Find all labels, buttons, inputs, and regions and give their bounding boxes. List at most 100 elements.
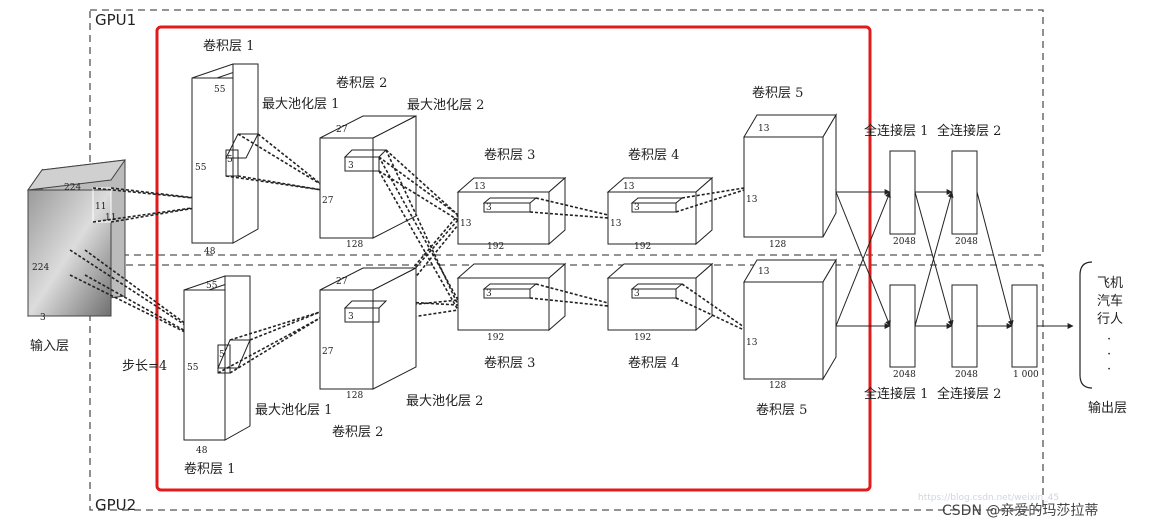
stride-label: 步长=4 (122, 359, 167, 374)
conv5-bottom-dim-d: 128 (769, 381, 786, 391)
conv5-top-dim-d: 128 (769, 240, 786, 250)
fc1-top-label: 全连接层 1 (864, 123, 928, 139)
conv4-bottom-block (606, 262, 714, 332)
conv1-to-conv2-top-lines (225, 133, 323, 191)
conv1-top-block (191, 63, 259, 244)
input-dim-w: 224 (32, 263, 49, 273)
conv5-top-dim-b: 13 (746, 195, 758, 205)
output-class-3: 行人 (1097, 312, 1123, 327)
conv1-bottom-dim-a: 55 (206, 281, 218, 291)
conv3-bottom-block (456, 262, 567, 332)
conv4-bottom-dim-d: 192 (634, 333, 651, 343)
conv1-top-dim-d: 48 (204, 247, 216, 257)
conv1-top-label: 卷积层 1 (203, 38, 254, 54)
conv4-bottom-kernel: 3 (634, 289, 640, 299)
pool2-top-label: 最大池化层 2 (407, 98, 484, 113)
conv3-to-conv4-top-lines (529, 197, 609, 219)
input-kernel-a: 11 (95, 202, 106, 212)
output-class-1: 飞机 (1097, 276, 1123, 291)
conv5-bottom-label: 卷积层 5 (756, 402, 807, 418)
conv2-bottom-kernel: 3 (348, 312, 354, 322)
conv5-top-dim-a: 13 (758, 124, 770, 134)
fc2-bottom-label: 全连接层 2 (937, 386, 1001, 402)
conv5-top-label: 卷积层 5 (752, 85, 803, 101)
conv2-bottom-dim-b: 27 (322, 347, 334, 357)
conv3-top-dim-a: 13 (474, 182, 486, 192)
pool2-bottom-label: 最大池化层 2 (406, 394, 483, 409)
fc1-top-dim: 2048 (893, 237, 916, 247)
conv3-top-dim-d: 192 (487, 242, 504, 252)
conv5-top-block (743, 113, 837, 238)
pool1-bottom-label: 最大池化层 1 (255, 403, 332, 418)
conv2-top-block (319, 115, 417, 239)
conv2-top-dim-b: 27 (322, 196, 334, 206)
conv4-top-label: 卷积层 4 (628, 147, 679, 163)
conv1-bottom-block (183, 275, 251, 441)
conv3-top-dim-b: 13 (460, 219, 472, 229)
conv1-to-conv2-bottom-lines (217, 311, 321, 374)
conv1-top-dim-b: 55 (195, 163, 207, 173)
conv3-top-label: 卷积层 3 (484, 147, 535, 163)
conv5-bottom-dim-b: 13 (746, 338, 758, 348)
conv3-bottom-label: 卷积层 3 (484, 355, 535, 371)
fc1-bottom-block (889, 284, 916, 368)
conv4-to-conv5-bottom-lines (675, 283, 745, 331)
fc2-top-dim: 2048 (955, 237, 978, 247)
conv2-bottom-block (319, 267, 417, 390)
conv2-top-dim-d: 128 (346, 240, 363, 250)
output-ellipsis-1: · (1107, 332, 1111, 347)
conv2-top-dim-a: 27 (336, 125, 348, 135)
conv3-top-block (456, 176, 567, 246)
conv2-bottom-dim-d: 128 (346, 391, 363, 401)
input-dim-d: 3 (40, 313, 46, 323)
output-label: 输出层 (1088, 400, 1127, 416)
fc-output-block (1011, 284, 1038, 368)
conv1-bottom-dim-b: 55 (187, 363, 199, 373)
gpu2-region (89, 264, 1044, 511)
watermark-faint: https://blog.csdn.net/weixin_45 (918, 493, 1059, 503)
fc-connection-lines (835, 189, 1074, 329)
output-ellipsis-3: · (1107, 362, 1111, 377)
conv1-bottom-label: 卷积层 1 (184, 461, 235, 477)
output-ellipsis-2: · (1107, 347, 1111, 362)
conv2-bottom-dim-a: 27 (336, 277, 348, 287)
conv3-bottom-dim-d: 192 (487, 333, 504, 343)
conv4-top-dim-a: 13 (623, 182, 635, 192)
fc2-top-block (951, 150, 978, 235)
conv4-top-kernel: 3 (634, 203, 640, 213)
fc2-bottom-block (951, 284, 978, 368)
conv2-to-conv3-cross-lines (378, 149, 459, 323)
conv4-top-dim-b: 13 (610, 219, 622, 229)
conv4-bottom-label: 卷积层 4 (628, 355, 679, 371)
conv3-top-kernel: 3 (486, 203, 492, 213)
conv4-top-block (606, 176, 714, 246)
input-kernel-b: 11 (105, 213, 116, 223)
gpu2-label: GPU2 (95, 496, 136, 514)
gpu1-region (89, 9, 1044, 256)
conv3-bottom-kernel: 3 (486, 289, 492, 299)
input-dim-h: 224 (64, 183, 81, 193)
fc2-top-label: 全连接层 2 (937, 123, 1001, 139)
fc1-top-block (889, 150, 916, 235)
input-image: 224 224 3 11 11 (26, 159, 127, 323)
conv1-bottom-kernel: 5 (219, 350, 225, 360)
highlight-box (155, 25, 872, 492)
watermark-credit: CSDN @亲爱的玛莎拉蒂 (942, 503, 1098, 519)
fc1-bottom-label: 全连接层 1 (864, 386, 928, 402)
fc-output-dim: 1 000 (1013, 370, 1039, 380)
fc1-bottom-dim: 2048 (893, 370, 916, 380)
conv2-top-label: 卷积层 2 (336, 75, 387, 91)
conv2-top-kernel: 3 (348, 161, 354, 171)
conv1-bottom-dim-d: 48 (196, 446, 208, 456)
conv5-bottom-dim-a: 13 (758, 267, 770, 277)
conv3-to-conv4-bottom-lines (529, 283, 609, 307)
conv1-top-dim-a: 55 (214, 85, 226, 95)
conv1-top-kernel: 5 (227, 155, 233, 165)
output-bracket (1079, 261, 1093, 389)
conv4-top-dim-d: 192 (634, 242, 651, 252)
conv2-bottom-label: 卷积层 2 (332, 424, 383, 440)
output-class-2: 汽车 (1097, 293, 1123, 309)
pool1-top-label: 最大池化层 1 (262, 97, 339, 112)
input-label: 输入层 (30, 338, 69, 354)
